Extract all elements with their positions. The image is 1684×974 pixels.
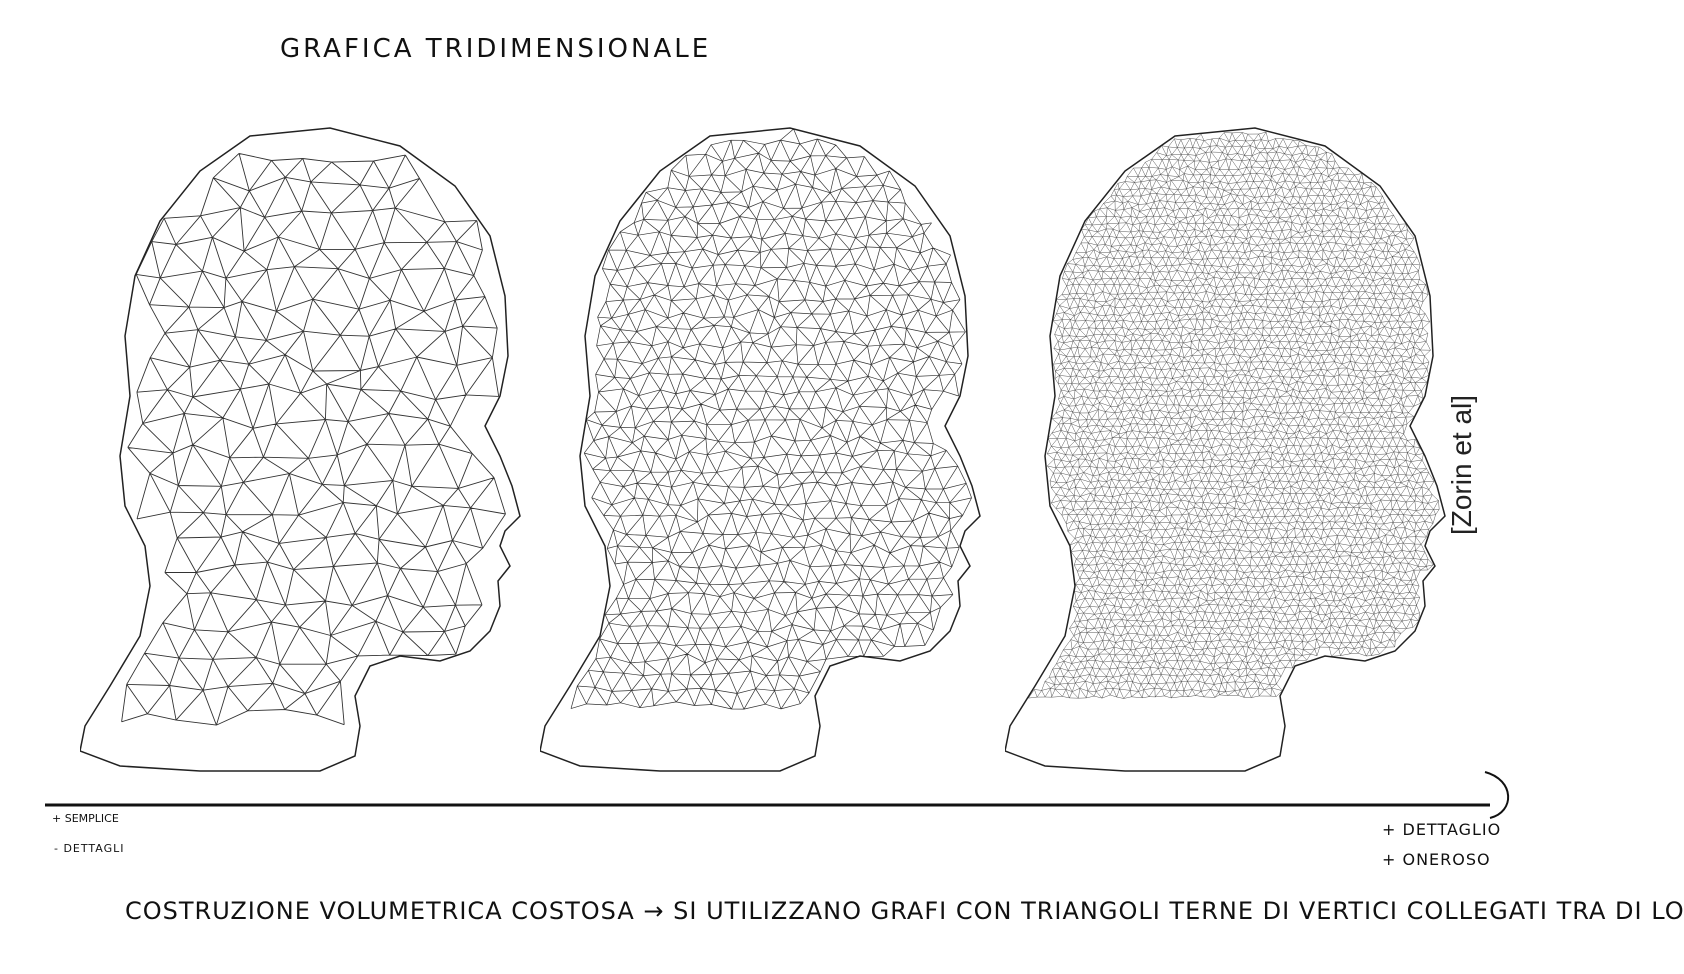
head-outline <box>80 127 521 772</box>
handwritten-title: GRAFICA TRIDIMENSIONALE <box>280 34 712 64</box>
handwritten-note: COSTRUZIONE VOLUMETRICA COSTOSA → SI UTI… <box>125 897 1684 925</box>
mesh-edges <box>1028 131 1440 699</box>
axis-right-bottom-label: + ONEROSO <box>1382 850 1491 869</box>
fine-mesh-head <box>1005 127 1446 772</box>
axis-right-top-label: + DETTAGLIO <box>1382 820 1502 839</box>
axis-left-bottom-label: - DETTAGLI <box>54 842 125 855</box>
head-outline <box>1005 127 1446 772</box>
medium-mesh-head <box>540 127 981 772</box>
axis-end-bracket <box>1484 771 1510 819</box>
coarse-mesh-head <box>80 127 521 772</box>
mesh-edges <box>570 128 972 710</box>
axis-left-top-label: + SEMPLICE <box>52 812 119 825</box>
mesh-edges <box>121 152 506 726</box>
head-outline <box>540 127 981 772</box>
